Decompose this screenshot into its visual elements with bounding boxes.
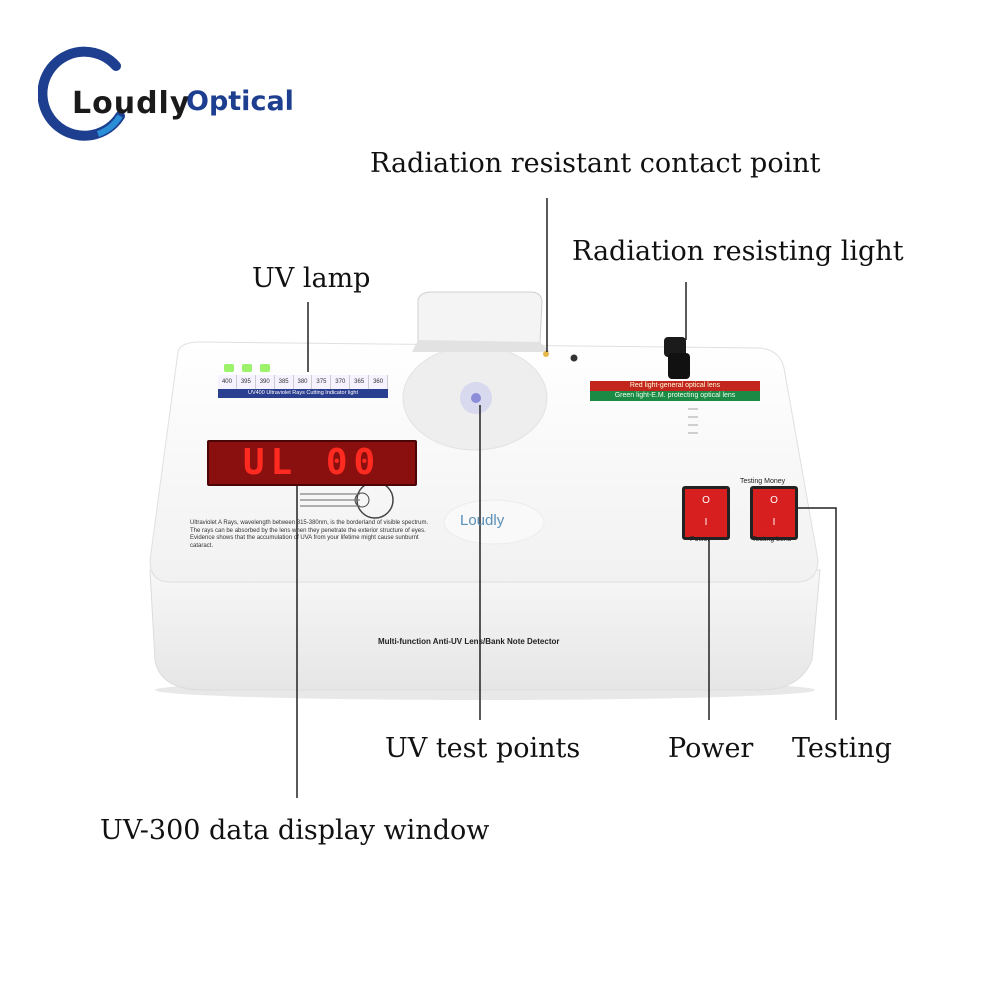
uv-led-1 <box>224 364 234 372</box>
model-text: Multi-function Anti-UV Lens/Bank Note De… <box>378 637 560 646</box>
uv-scale-value: 385 <box>274 375 294 389</box>
uv-scale-value: 380 <box>293 375 313 389</box>
uv-scale-caption: UV400 Ultraviolet Rays Cutting Indicator… <box>218 389 388 398</box>
power-switch-label: Power <box>690 536 710 543</box>
green-light-sign: Green light-E.M. protecting optical lens <box>590 391 760 401</box>
red-light-sign: Red light-general optical lens <box>590 381 760 391</box>
uv-scale-value: 395 <box>236 375 256 389</box>
device-brand: Loudly <box>460 512 505 529</box>
uv-scale-value: 390 <box>255 375 275 389</box>
uv-scale-value: 370 <box>331 375 351 389</box>
logo-subtitle: Optical <box>186 86 294 117</box>
uv-scale-value: 400 <box>218 375 237 389</box>
callout-contact-point: Radiation resistant contact point <box>370 148 821 179</box>
callout-power: Power <box>668 733 754 764</box>
led-display-window: UL 00 <box>207 440 417 486</box>
testing-money-label: Testing Money <box>740 478 786 485</box>
uv-led-3 <box>260 364 270 372</box>
logo-ring-icon <box>38 46 125 141</box>
switch-off-symbol: I <box>772 517 776 528</box>
uv-scale-value: 365 <box>350 375 370 389</box>
callout-uv-test-points: UV test points <box>385 733 581 764</box>
logo-wordmark: Loudly <box>72 86 191 121</box>
callout-uv-lamp: UV lamp <box>252 263 371 294</box>
callout-testing: Testing <box>792 733 892 764</box>
uv-scale-value: 375 <box>312 375 332 389</box>
uv-scale-strip: 400 395 390 385 380 375 370 365 360 <box>218 375 389 389</box>
switch-on-symbol: O <box>770 495 778 506</box>
callout-resisting-light: Radiation resisting light <box>572 236 904 267</box>
testing-switch[interactable]: O I <box>750 486 798 540</box>
power-switch[interactable]: O I <box>682 486 730 540</box>
uv-scale-value: 360 <box>369 375 389 389</box>
testing-lens-label: Testing Lens <box>752 536 792 543</box>
callout-display-window: UV-300 data display window <box>100 815 490 846</box>
switch-on-symbol: O <box>702 495 710 506</box>
uva-info-text: Ultraviolet A Rays, wavelength between 3… <box>190 520 429 549</box>
switch-off-symbol: I <box>704 517 708 528</box>
uv-led-2 <box>242 364 252 372</box>
